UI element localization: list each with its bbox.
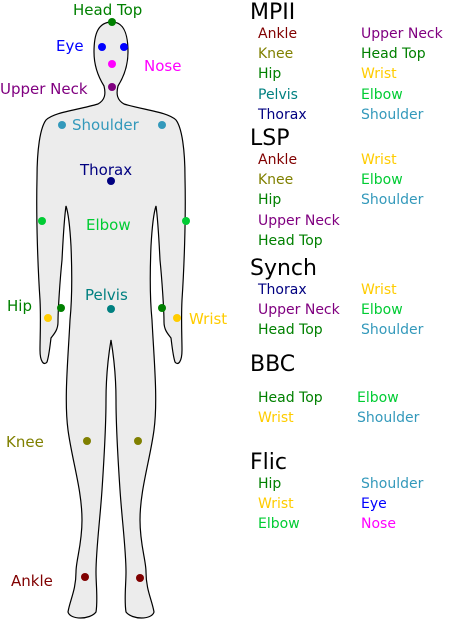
dataset-bbc-joint-elbow: Elbow xyxy=(357,390,399,406)
dataset-lsp-joint-shoulder: Shoulder xyxy=(361,192,424,209)
dataset-synch-joint-shoulder: Shoulder xyxy=(361,322,424,339)
dataset-mpii-joint-shoulder: Shoulder xyxy=(361,106,424,123)
label-thorax: Thorax xyxy=(80,161,133,179)
dataset-title-flic: Flic xyxy=(250,450,287,475)
dataset-synch-joint-head-top: Head Top xyxy=(258,322,323,339)
dataset-flic-joint-elbow: Elbow xyxy=(258,516,300,533)
body-silhouette xyxy=(36,21,186,619)
joint-dot-ankle xyxy=(136,574,144,582)
dataset-lsp-joint-wrist: Wrist xyxy=(361,152,397,168)
label-hip: Hip xyxy=(7,297,32,315)
joint-dot-shoulder xyxy=(58,121,66,129)
dataset-title-lsp: LSP xyxy=(250,126,290,151)
dataset-lsp-joint-hip: Hip xyxy=(258,192,282,209)
dataset-mpii-joint-hip: Hip xyxy=(258,66,282,83)
dataset-flic-joint-eye: Eye xyxy=(361,496,387,513)
label-elbow: Elbow xyxy=(86,216,131,234)
dataset-synch-joint-thorax: Thorax xyxy=(258,282,307,298)
dataset-bbc-joint-head-top: Head Top xyxy=(258,390,323,406)
dataset-synch-joint-elbow: Elbow xyxy=(361,302,403,319)
joint-dot-eye xyxy=(98,43,106,51)
label-eye: Eye xyxy=(56,37,84,55)
joint-dot-hip xyxy=(57,304,65,312)
dataset-synch-joint-upper-neck: Upper Neck xyxy=(258,302,340,319)
dataset-lsp-joint-knee: Knee xyxy=(258,172,294,189)
dataset-mpii-joint-upper-neck: Upper Neck xyxy=(361,26,443,42)
label-shoulder: Shoulder xyxy=(72,116,139,134)
joint-dot-head-top xyxy=(108,18,116,26)
dataset-bbc-joint-wrist: Wrist xyxy=(258,410,294,427)
joint-dot-wrist xyxy=(173,314,181,322)
joint-dot-elbow xyxy=(38,217,46,225)
dataset-mpii-joint-pelvis: Pelvis xyxy=(258,86,298,103)
dataset-title-bbc: BBC xyxy=(250,352,296,377)
dataset-lsp-joint-upper-neck: Upper Neck xyxy=(258,212,340,229)
joint-dot-shoulder xyxy=(158,121,166,129)
dataset-mpii-joint-head-top: Head Top xyxy=(361,46,426,63)
label-wrist: Wrist xyxy=(189,310,228,328)
joint-dot-ankle xyxy=(81,573,89,581)
joint-dot-hip xyxy=(158,304,166,312)
joint-dot-eye xyxy=(120,43,128,51)
label-nose: Nose xyxy=(144,57,182,75)
label-upper-neck: Upper Neck xyxy=(0,80,88,98)
joint-dot-knee xyxy=(83,437,91,445)
joint-dots xyxy=(38,18,190,582)
label-knee: Knee xyxy=(6,433,44,451)
joint-dot-knee xyxy=(134,437,142,445)
dataset-mpii-joint-wrist: Wrist xyxy=(361,66,397,83)
dataset-lsp-joint-elbow: Elbow xyxy=(361,172,403,189)
joint-dot-nose xyxy=(108,60,116,68)
joint-dot-thorax xyxy=(107,177,115,185)
dataset-flic-joint-nose: Nose xyxy=(361,516,396,533)
dataset-title-mpii: MPII xyxy=(250,0,296,25)
dataset-bbc-joint-shoulder: Shoulder xyxy=(357,410,420,427)
dataset-flic-joint-hip: Hip xyxy=(258,476,282,492)
joint-dot-pelvis xyxy=(107,305,115,313)
dataset-flic-joint-wrist: Wrist xyxy=(258,496,294,513)
label-head-top: Head Top xyxy=(73,1,143,19)
joint-dot-upper-neck xyxy=(108,83,116,91)
label-ankle: Ankle xyxy=(11,572,53,590)
label-pelvis: Pelvis xyxy=(85,286,128,304)
dataset-mpii-joint-elbow: Elbow xyxy=(361,86,403,103)
dataset-mpii-joint-thorax: Thorax xyxy=(258,106,307,123)
dataset-mpii-joint-ankle: Ankle xyxy=(258,26,298,42)
dataset-flic-joint-shoulder: Shoulder xyxy=(361,476,424,492)
dataset-lsp-joint-ankle: Ankle xyxy=(258,152,298,168)
dataset-lsp-joint-head-top: Head Top xyxy=(258,232,323,249)
dataset-title-synch: Synch xyxy=(250,256,317,281)
joint-dot-elbow xyxy=(182,217,190,225)
joint-dot-wrist xyxy=(44,314,52,322)
dataset-mpii-joint-knee: Knee xyxy=(258,46,294,63)
dataset-synch-joint-wrist: Wrist xyxy=(361,282,397,298)
